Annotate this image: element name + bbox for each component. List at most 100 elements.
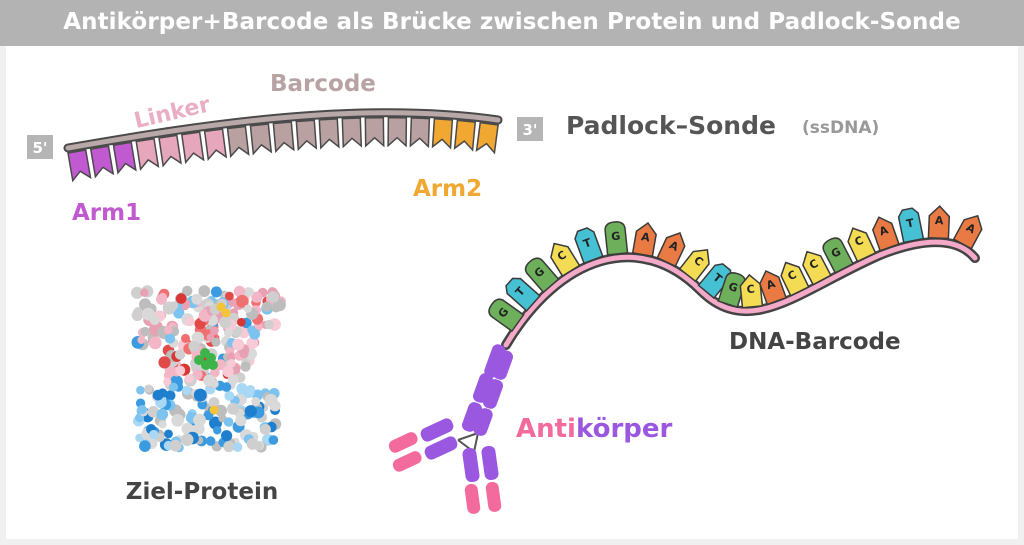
protein-atom [267,398,277,408]
dna-base-shape [802,250,832,286]
protein-ligand-atom [208,360,218,370]
protein-atom [227,402,239,415]
padlock-base [409,117,431,149]
protein-atom [162,301,176,315]
padlock-base [364,116,385,148]
protein-atom [244,405,257,418]
protein-atom [131,309,144,321]
padlock-base [89,145,115,179]
protein-atom [264,319,274,330]
dna-base: A [759,269,788,306]
padlock-base [295,119,318,152]
padlock-base [180,131,205,165]
protein-atom [246,337,259,350]
protein-atom [181,422,194,435]
dna-base-shape [697,263,732,300]
protein-atom [165,390,176,401]
dna-base-shape [505,277,541,312]
protein-atom [242,386,255,399]
antibody-label: Antikörper [516,414,673,444]
protein-atom [223,441,235,453]
protein-atom [221,382,232,392]
protein-atom [173,307,185,319]
dna-base-shape [678,249,710,283]
protein-atom [223,328,233,338]
protein-atom [246,438,259,450]
protein-atom-highlight [209,405,219,415]
protein-label: Ziel-Protein [126,479,278,505]
dna-base-shape [604,221,629,256]
protein-atom [131,286,144,299]
dna-base-letter: C [746,283,755,297]
barcode-label: Barcode [270,71,376,97]
dna-base: A [656,232,686,268]
dna-base: C [678,249,710,283]
figure-title: Antikörper+Barcode als Brücke zwischen P… [63,9,961,35]
dna-base-letter: T [905,216,915,230]
dna-base: A [871,216,900,252]
protein-atom [268,435,279,445]
antibody-label-suffix: körper [576,414,673,444]
protein-atom [171,414,185,427]
dna-base: A [631,221,657,258]
protein-atom [149,429,159,440]
dna-base-letter: G [611,230,621,244]
arm2-label: Arm2 [413,176,482,202]
padlock-base [158,134,182,168]
protein-atom [140,288,149,297]
dna-base-shape [822,237,855,274]
padlock-base [272,121,295,154]
dna-base-shape [631,221,657,258]
protein-atom [232,442,243,453]
protein-atom [181,333,190,343]
protein-atom [193,388,207,402]
dna-base-shape [871,216,900,252]
dna-base-shape [656,232,686,268]
dna-strand-fill [503,239,978,348]
protein-atom [175,293,187,304]
protein-atom [267,291,280,303]
padlock-base [67,149,92,183]
protein-atom [158,292,168,302]
protein-atom [213,426,222,435]
protein-atom [152,389,164,401]
protein-atom [235,415,247,427]
title-bar [0,0,1024,46]
dna-base-shape [780,261,810,297]
protein-atom [210,367,220,378]
dna-base: T [897,207,925,244]
dna-base-shape [952,214,983,250]
padlock-backbone-fill [65,110,501,151]
dna-base: C [550,242,581,278]
dna-base-shape [927,205,951,240]
padlock-base [249,123,273,156]
dna-barcode-label: DNA-Barcode [729,329,901,355]
padlock-base [431,118,454,150]
protein-atom [237,317,246,327]
three-prime-box [517,117,543,141]
dna-base-shape [524,257,560,294]
protein-atom [208,397,220,408]
protein-atom [164,429,173,439]
padlock-base [135,137,160,171]
padlock-bases [67,116,499,183]
protein-atom [193,413,206,427]
dna-base-letter: A [640,230,651,244]
protein-atom [232,338,245,351]
protein-atom [210,286,222,298]
dna-base: C [780,261,810,297]
protein-atom [139,440,151,452]
protein-atom [198,285,211,298]
three-prime-label: 3' [522,121,537,139]
padlock-base [112,141,137,175]
protein-atom [215,404,227,417]
protein-atom-highlight [216,302,226,312]
dna-base: C [739,273,764,309]
antibody-lower-arm [462,445,502,514]
antibody [388,344,514,514]
protein-atom [221,430,233,442]
